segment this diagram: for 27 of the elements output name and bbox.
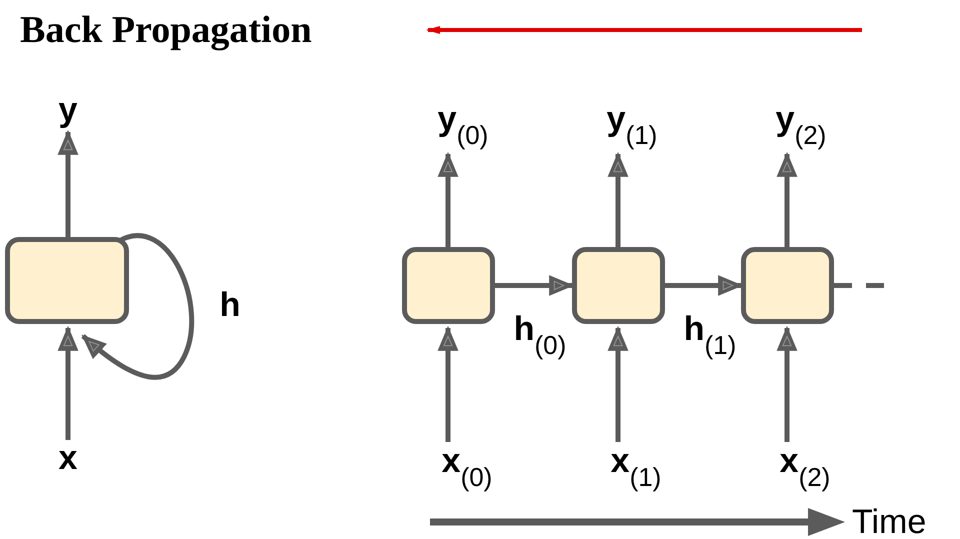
arrow: [437, 152, 459, 247]
arrow: [607, 152, 629, 247]
cell-box: [5, 237, 129, 324]
cell-box: [741, 247, 834, 324]
title: Back Propagation: [20, 8, 312, 52]
arrow: [57, 326, 79, 440]
arrow: [57, 130, 79, 237]
arrow: [437, 326, 459, 442]
cell-box: [402, 247, 495, 324]
variable-label: y: [52, 92, 84, 128]
arrow: [776, 326, 798, 442]
arrow: [665, 274, 744, 296]
cell-box: [572, 247, 665, 324]
variable-label: x$_{(0)}$: [432, 442, 502, 492]
variable-label: x$_{(1)}$: [601, 442, 671, 492]
edge-label: h$_{(1)}$: [684, 312, 736, 358]
variable-label: y$_{(2)}$: [766, 100, 836, 150]
variable-label: y$_{(0)}$: [428, 100, 498, 150]
variable-label: x$_{(2)}$: [770, 442, 840, 492]
edge-label: h$_{(0)}$: [514, 312, 566, 358]
arrow: [607, 326, 629, 442]
arrow: [776, 152, 798, 247]
arrow: [495, 274, 574, 296]
arrow: [81, 234, 194, 380]
variable-label: y$_{(1)}$: [597, 100, 667, 150]
axis-label: Time: [852, 505, 926, 539]
variable-label: x: [52, 440, 84, 476]
